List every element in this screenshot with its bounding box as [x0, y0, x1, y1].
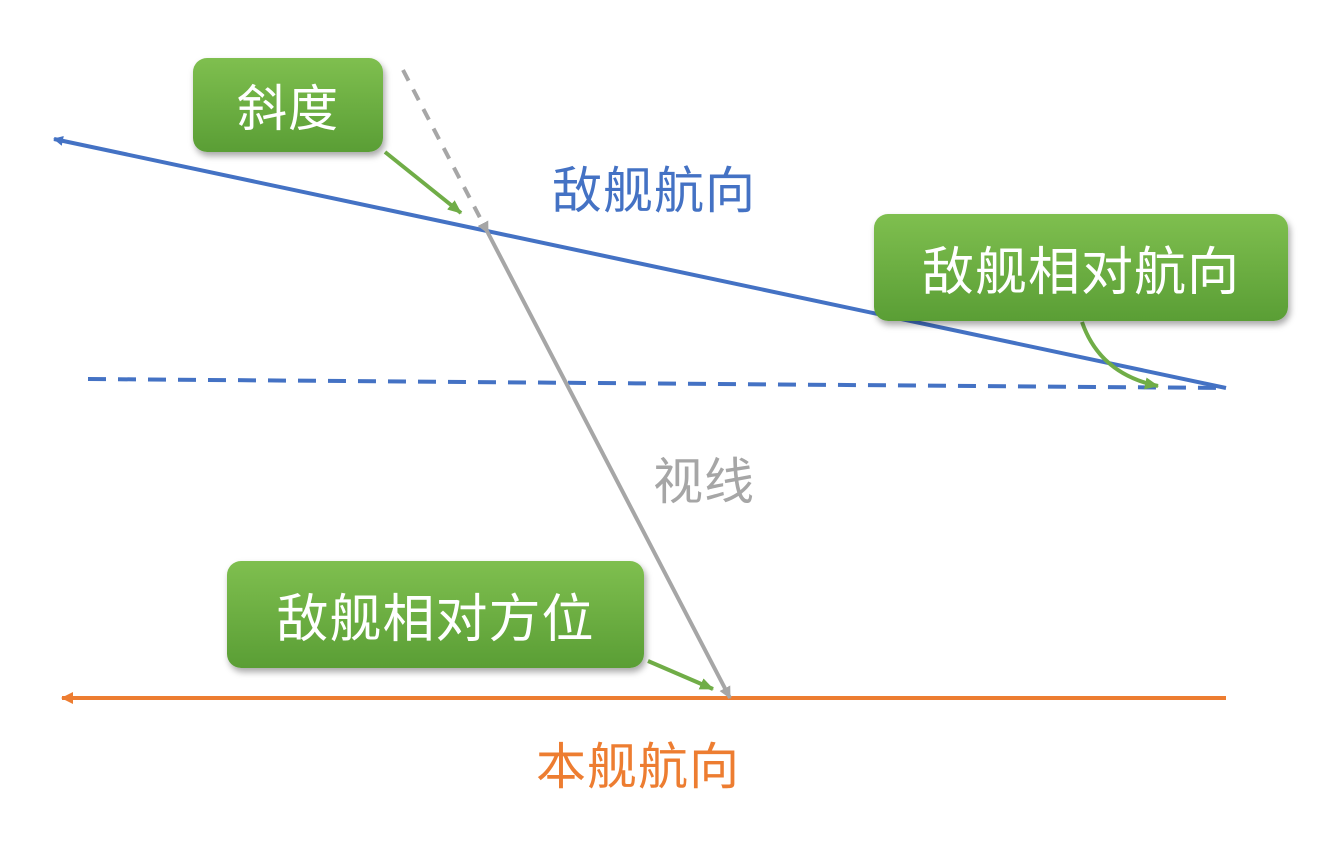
relative-bearing-callout-text: 敌舰相对方位 — [276, 590, 595, 650]
enemy-reference-dashed-line — [87, 377, 1227, 390]
relative-course-callout: 敌舰相对航向 — [874, 214, 1288, 321]
own-course-label: 本舰航向 — [536, 738, 740, 796]
relative-course-pointer-arrow — [1080, 321, 1159, 390]
relative-bearing-pointer-arrow — [647, 659, 714, 691]
relative-bearing-callout: 敌舰相对方位 — [227, 561, 644, 668]
sight-line-extension — [401, 69, 490, 234]
sight-line — [477, 220, 732, 699]
enemy-course-label: 敌舰航向 — [552, 162, 756, 220]
aspect-callout: 斜度 — [193, 58, 383, 152]
sight-line-label: 视线 — [653, 453, 755, 511]
aspect-pointer-arrow — [383, 150, 463, 215]
aspect-callout-text: 斜度 — [237, 80, 339, 138]
relative-course-callout-text: 敌舰相对航向 — [921, 243, 1240, 303]
